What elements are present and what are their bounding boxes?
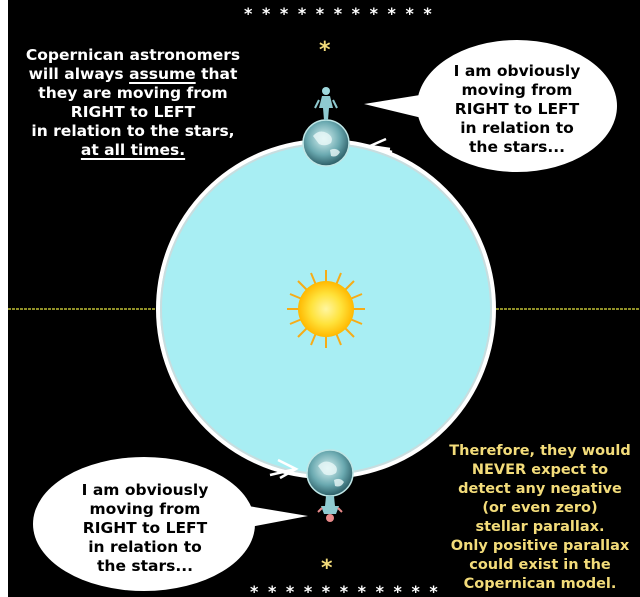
bottom-star-row: * * * * * * * * * * * [250, 582, 440, 597]
note-line-5: in relation to the stars, [31, 122, 235, 140]
top-star-row: * * * * * * * * * * * [244, 4, 434, 23]
diagram-canvas: * * * * * * * * * * * * * * * * * * * * … [8, 0, 640, 597]
note-line-6: at all times. [80, 141, 186, 159]
note-line-1: Copernican astronomers [25, 46, 241, 64]
earth-icon-bottom [306, 449, 354, 497]
star-marker-top: * [319, 38, 331, 63]
motion-arrow-bottom [269, 458, 299, 480]
copernican-assumption-note: Copernican astronomers will always assum… [8, 46, 258, 160]
sun-icon [287, 270, 365, 348]
speech-bubble-bottom [33, 457, 308, 591]
speech-bubble-top-text: I am obviously moving from RIGHT to LEFT… [453, 62, 581, 156]
star-marker-bottom: * [321, 556, 333, 581]
note-line-3: they are moving from [38, 84, 228, 102]
diagram-graphics [8, 40, 640, 591]
speech-bubble-top [364, 40, 617, 172]
motion-arrow-top [365, 137, 393, 154]
observer-icon-bottom [317, 496, 343, 522]
note-line-4: RIGHT to LEFT [70, 103, 196, 121]
observer-icon-top [314, 87, 338, 120]
conclusion-note: Therefore, they would NEVER expect to de… [449, 443, 631, 592]
speech-bubble-bottom-text: I am obviously moving from RIGHT to LEFT… [81, 481, 209, 575]
note-line-2: will always assume that [28, 65, 238, 83]
earth-icon-top [302, 119, 350, 167]
note-emphasis-assume: assume [129, 65, 196, 83]
